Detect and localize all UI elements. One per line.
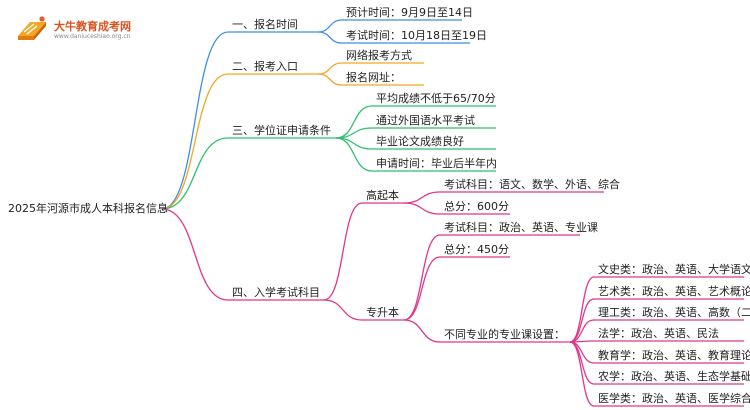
track-gaoqiben: 高起本 [366, 189, 399, 202]
leaf-line [403, 319, 441, 343]
major-subjects-item: 艺术类：政治、英语、艺术概论 [598, 285, 750, 298]
major-subjects-item: 法学：政治、英语、民法 [598, 327, 719, 340]
root-node: 2025年河源市成人本科报名信息 [8, 202, 168, 215]
zhuanshengben-item: 考试科目：政治、英语、专业课 [444, 221, 598, 234]
leaf-line [317, 62, 343, 75]
majors-heading: 不同专业的专业课设置： [444, 328, 565, 341]
gaoqiben-item: 总分：600分 [444, 200, 509, 213]
leaf-line [403, 202, 441, 215]
leaf-line [317, 73, 343, 86]
degree-condition-item: 平均成绩不低于65/70分 [376, 92, 496, 105]
branch-line [323, 299, 363, 321]
section-signup-entry: 二、报考入口 [232, 60, 298, 73]
leaf-line [317, 31, 343, 44]
branch-line [161, 73, 229, 210]
leaf-line [403, 234, 441, 321]
degree-condition-item: 申请时间：毕业后半年内 [376, 157, 497, 170]
gaoqiben-item: 考试科目：语文、数学、外语、综合 [444, 178, 620, 191]
branch-line [161, 137, 229, 210]
book-icon [18, 16, 46, 40]
section-degree-conditions: 三、学位证申请条件 [232, 124, 331, 137]
leaf-line [569, 319, 595, 343]
leaf-line [317, 19, 343, 33]
signup-time-item: 考试时间：10月18日至19日 [346, 29, 487, 42]
leaf-line [569, 298, 595, 343]
major-subjects-item: 理工类：政治、英语、高数（二） [598, 306, 750, 319]
leaf-line [335, 137, 373, 172]
logo-url: www.daniuceshiao.org.cn [54, 33, 131, 40]
signup-entry-item: 网络报考方式 [346, 49, 412, 62]
signup-time-item: 预计时间：9月9日至14日 [346, 6, 473, 19]
section-signup-time: 一、报名时间 [232, 18, 298, 31]
leaf-line [569, 341, 595, 364]
leaf-line [335, 105, 373, 139]
degree-condition-item: 通过外国语水平考试 [376, 114, 475, 127]
major-subjects-item: 教育学：政治、英语、教育理论 [598, 349, 750, 362]
branch-line [323, 202, 363, 301]
site-logo: 大牛教育成考网 www.daniuceshiao.org.cn [14, 14, 144, 48]
major-subjects-item: 农学：政治、英语、生态学基础 [598, 370, 750, 383]
leaf-line [403, 256, 441, 321]
leaf-line [403, 191, 441, 204]
degree-condition-item: 毕业论文成绩良好 [376, 135, 464, 148]
section-exam-subjects: 四、入学考试科目 [232, 286, 320, 299]
track-zhuanshengben: 专升本 [366, 306, 399, 319]
zhuanshengben-item: 总分：450分 [444, 243, 509, 256]
major-subjects-item: 医学类：政治、英语、医学综合 [598, 392, 750, 405]
branch-line [161, 208, 229, 301]
logo-title: 大牛教育成考网 [54, 20, 131, 33]
leaf-line [569, 341, 595, 407]
major-subjects-item: 文史类：政治、英语、大学语文 [598, 263, 750, 276]
branch-line [161, 31, 229, 210]
signup-entry-item: 报名网址： [346, 71, 401, 84]
